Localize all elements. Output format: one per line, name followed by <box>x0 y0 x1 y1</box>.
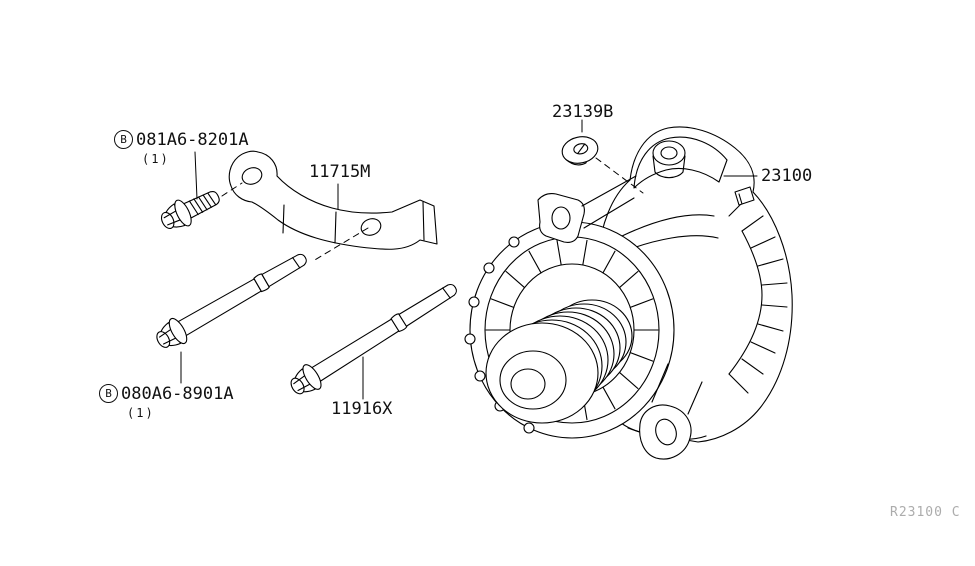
pivot-bolt-drawing <box>290 283 458 395</box>
alternator-drawing <box>464 126 793 460</box>
label-short-bolt: B 081A6-8201A (1) <box>114 130 249 168</box>
bolt-shaft <box>311 318 400 382</box>
nut-drawing <box>561 136 599 166</box>
bolt-shaft <box>183 191 220 219</box>
assembly-line-nut <box>595 157 644 194</box>
bolt-collar <box>390 313 408 333</box>
short-bolt-drawing <box>160 191 220 230</box>
assembly-line-long-bolt <box>312 227 369 262</box>
bracket-drawing <box>228 150 438 250</box>
part-code: 11916X <box>331 399 393 419</box>
bolt-flange <box>168 317 188 345</box>
long-bolt-drawing <box>156 253 307 348</box>
alternator-top-boss <box>652 140 686 179</box>
alternator-pulley <box>485 299 633 424</box>
leader-short-bolt <box>194 151 198 200</box>
part-code: 080A6-8901A <box>121 383 234 404</box>
bracket-hole-front <box>241 167 263 185</box>
label-long-bolt: B 080A6-8901A (1) <box>99 384 234 422</box>
part-code: 081A6-8201A <box>136 129 249 150</box>
alternator-front-scallops <box>464 236 535 434</box>
bracket-hole-rear <box>360 218 382 236</box>
bolt-collar <box>253 273 270 293</box>
prefix-badge: B <box>99 384 118 403</box>
label-nut: 23139B <box>552 103 613 121</box>
label-alternator: 23100 <box>761 167 812 185</box>
prefix-badge: B <box>114 130 133 149</box>
alternator-terminal-block <box>734 186 755 206</box>
front-ear-hole <box>551 206 571 230</box>
alternator-bottom-ear <box>639 363 703 460</box>
assembly-line-short-bolt <box>221 182 243 197</box>
alternator-cooling-fins <box>728 197 788 394</box>
part-qty: (1) <box>127 406 155 420</box>
bolt-shaft <box>177 278 262 336</box>
bolt-threads <box>188 192 217 216</box>
bracket-body <box>228 150 438 250</box>
figure-code-watermark: R23100 C <box>890 505 961 520</box>
pulley-bore <box>510 368 546 400</box>
part-code: 23100 <box>761 166 813 186</box>
bolt-threaded-tip <box>398 283 458 327</box>
bolt-flange <box>174 199 192 227</box>
leader-lines <box>180 119 758 400</box>
part-qty: (1) <box>142 152 170 166</box>
bottom-ear-hole <box>655 418 677 446</box>
label-pivot-bolt: 11916X <box>331 400 392 418</box>
label-bracket: 11715M <box>309 163 370 181</box>
bolt-threaded-tip <box>261 253 307 288</box>
part-code: 11715M <box>309 162 371 182</box>
part-code: 23139B <box>552 102 614 122</box>
bolt-flange <box>302 364 322 390</box>
